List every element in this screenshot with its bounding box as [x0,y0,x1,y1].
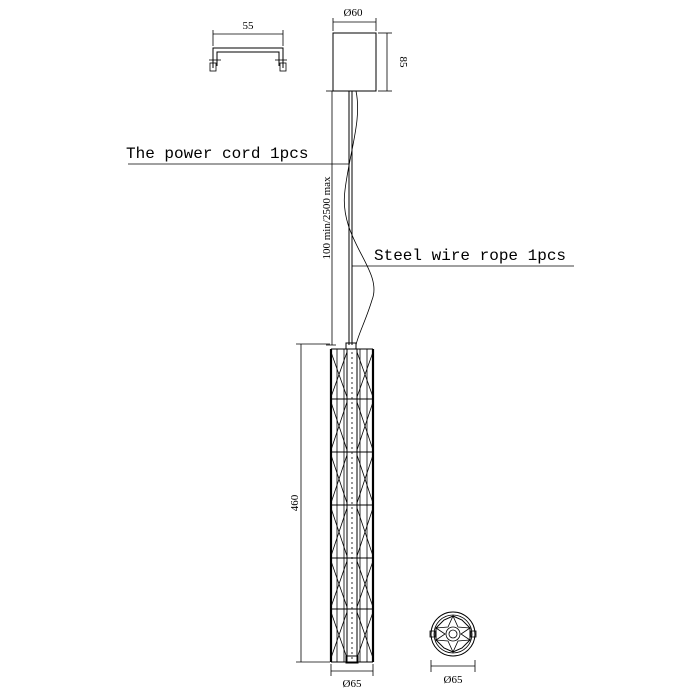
canopy-height-label: 85 [397,57,409,69]
power-cord [343,90,375,346]
steel-wire-label: Steel wire rope 1pcs [374,247,566,265]
suspension [343,90,375,346]
body-height-dimension: 460 [289,343,330,663]
power-cord-label: The power cord 1pcs [126,145,308,163]
canopy [332,32,377,92]
bracket-width-dimension: 55 [212,20,284,46]
body-height-label: 460 [289,494,301,511]
body-diameter-label: Ø65 [343,678,362,690]
power-cord-callout: The power cord 1pcs [126,145,349,165]
body-diameter-dimension: Ø65 [330,664,374,690]
steel-wire-callout: Steel wire rope 1pcs [352,247,574,267]
crystal-segments [330,351,374,659]
top-view-diameter-label: Ø65 [444,674,463,686]
bracket-width-label: 55 [243,20,255,32]
canopy-diameter-dimension: Ø60 [332,7,377,31]
suspension-length-label: 100 min/2500 max [321,176,333,260]
suspension-length-dimension: 100 min/2500 max [321,90,336,346]
top-view [429,611,477,657]
top-view-diameter-dimension: Ø65 [430,660,476,686]
canopy-height-dimension: 85 [378,32,409,92]
mounting-bracket [209,47,287,72]
lamp-body [329,342,375,664]
canopy-diameter-label: Ø60 [344,7,363,19]
